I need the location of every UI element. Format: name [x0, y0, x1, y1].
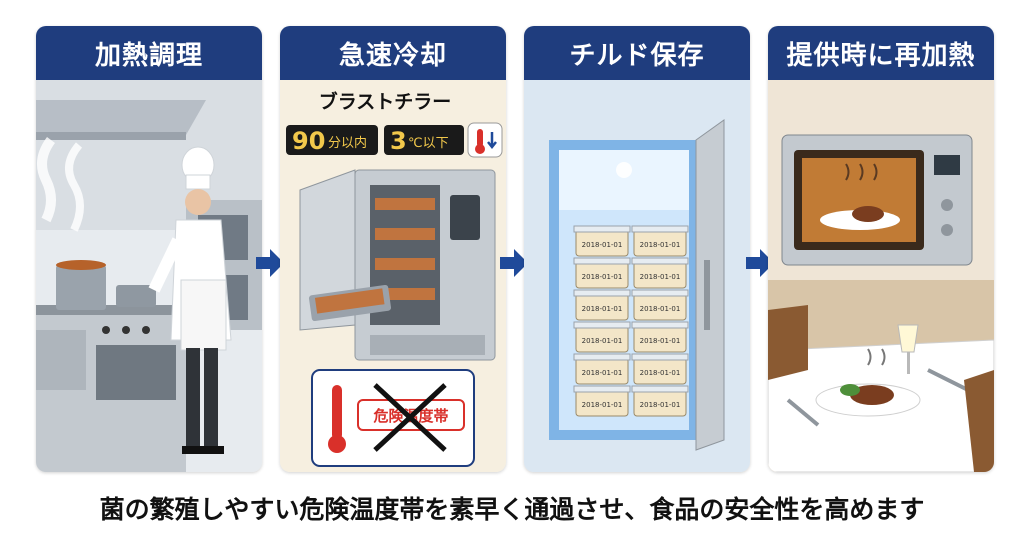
container-date-label: 2018-01-01	[640, 337, 681, 345]
chair-right	[964, 370, 994, 472]
food-container: 2018-01-01	[573, 257, 631, 289]
food-containers: 2018-01-01 2018-01-01 2018-01-01 2018-01-01…	[573, 225, 689, 417]
container-date-label: 2018-01-01	[582, 337, 623, 345]
danger-zone-callout: 危険温度帯	[311, 369, 475, 467]
chilled-storage-illustration: 2018-01-01 2018-01-01 2018-01-01 2018-01-01…	[524, 80, 750, 472]
temp-unit: ℃以下	[408, 136, 449, 151]
caption: 菌の繁殖しやすい危険温度帯を素早く通過させ、食品の安全性を高めます	[99, 495, 925, 524]
stock-pot	[56, 265, 106, 310]
temp-display: 3 ℃以下	[384, 125, 464, 155]
cooling-illustration: ブラストチラー 90 分以内 3 ℃以下	[280, 80, 506, 472]
thermometer-down-icon	[467, 122, 503, 158]
chair-left	[768, 305, 808, 380]
blast-chiller	[299, 169, 496, 361]
microwave-oven	[781, 134, 973, 266]
food-container: 2018-01-01	[573, 289, 631, 321]
panel-cooking: 加熱調理	[36, 26, 262, 472]
dining-table	[768, 305, 994, 472]
container-date-label: 2018-01-01	[582, 305, 623, 313]
container-date-label: 2018-01-01	[640, 369, 681, 377]
food-container: 2018-01-01	[631, 385, 689, 417]
container-date-label: 2018-01-01	[640, 273, 681, 281]
temp-value: 3	[390, 127, 407, 155]
panel-rapid-cooling: 急速冷却 ブラストチラー 90 分以内 3 ℃以下	[280, 26, 506, 472]
flow-arrow-3	[746, 249, 774, 277]
wine-glass	[897, 324, 919, 353]
sauce-pan	[116, 285, 156, 307]
container-date-label: 2018-01-01	[582, 401, 623, 409]
blast-chiller-label: ブラストチラー	[319, 90, 452, 113]
container-date-label: 2018-01-01	[582, 273, 623, 281]
thermometer-icon	[332, 385, 342, 440]
container-date-label: 2018-01-01	[640, 241, 681, 249]
container-date-label: 2018-01-01	[582, 241, 623, 249]
range-hood	[36, 100, 206, 135]
knife	[927, 368, 969, 392]
food-container: 2018-01-01	[573, 321, 631, 353]
food-container: 2018-01-01	[631, 353, 689, 385]
panel-title-cooling: 急速冷却	[280, 26, 506, 80]
panel-title-chilled: チルド保存	[524, 26, 750, 80]
food-container: 2018-01-01	[573, 385, 631, 417]
food-container: 2018-01-01	[631, 257, 689, 289]
panel-title-cooking: 加熱調理	[36, 26, 262, 80]
food-container: 2018-01-01	[631, 321, 689, 353]
food-container: 2018-01-01	[573, 353, 631, 385]
food-container: 2018-01-01	[631, 289, 689, 321]
container-date-label: 2018-01-01	[640, 401, 681, 409]
time-unit: 分以内	[328, 135, 367, 151]
steam	[37, 137, 56, 223]
time-display: 90 分以内	[286, 125, 378, 155]
food-container: 2018-01-01	[631, 225, 689, 257]
flow-arrow-1	[256, 249, 284, 277]
cooking-illustration	[36, 80, 262, 472]
chef	[148, 146, 232, 454]
fork	[786, 398, 820, 427]
time-value: 90	[292, 127, 325, 155]
flow-arrow-2	[500, 249, 528, 277]
container-date-label: 2018-01-01	[640, 305, 681, 313]
panel-title-reheat: 提供時に再加熱	[768, 26, 994, 80]
reheating-illustration	[768, 80, 994, 472]
food-container: 2018-01-01	[573, 225, 631, 257]
panel-reheating: 提供時に再加熱	[768, 26, 994, 472]
cross-mark-icon	[373, 383, 447, 452]
container-date-label: 2018-01-01	[582, 369, 623, 377]
